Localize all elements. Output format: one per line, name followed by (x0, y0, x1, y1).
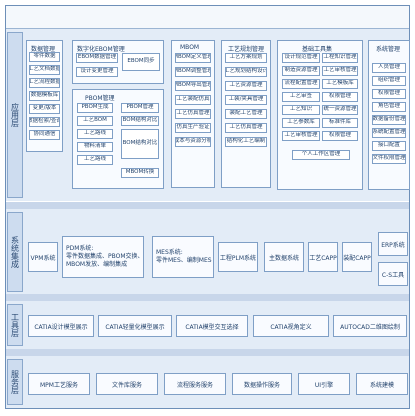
item-box: 个人工作区管理 (292, 150, 350, 160)
mes-line: 零件MES、编制MES (156, 257, 212, 264)
band-separator (6, 202, 409, 209)
item-box: 设计规范管理 (282, 53, 320, 63)
item-box: 工艺文档数据 (29, 65, 60, 75)
item-box: EBOM同步 (122, 53, 160, 71)
item-box: 组织管理 (372, 76, 406, 86)
pdm-system-box: PDM系统: 零件数据集成、PBOM交换、 MBOM发放、编制集成 (62, 236, 144, 278)
item-box: 协同通信 (29, 130, 60, 140)
item-box: 零件数据 (29, 52, 60, 62)
item-box: 装配工艺管理 (225, 109, 267, 119)
item-box: 工艺规划结构设计 (225, 67, 267, 77)
tool-box: AUTOCAD二维图绘制 (333, 315, 407, 337)
cs-tool-box: C-S工具 (378, 262, 408, 286)
capp-box: 工艺CAPP (308, 242, 338, 272)
group-base-tools: 基础工具集 (277, 40, 363, 190)
pdm-line: PDM系统: (66, 244, 94, 252)
tool-box: CATIA设计模型展示 (28, 315, 94, 337)
vpm-system-box: VPM系统 (28, 242, 58, 272)
service-box: UI引擎 (298, 373, 350, 395)
item-box: 工程知识管理 (322, 53, 358, 63)
group-title: 系统管理 (376, 46, 401, 53)
tool-box: CATIA轻量化模型展示 (98, 315, 172, 337)
item-box: 工艺模板库 (322, 79, 358, 89)
band-separator (6, 349, 409, 356)
item-box: 文件权限管理 (372, 154, 406, 164)
item-box: 工装/夹具管理 (225, 95, 267, 105)
item-box: PBOM生成 (77, 103, 113, 113)
item-box: 接口配置 (372, 141, 406, 151)
item-box: 工艺审核管理 (322, 66, 358, 76)
item-box: 工艺装配仿真 (175, 95, 211, 105)
tool-box: CATIA模型交互选择 (176, 315, 248, 337)
item-box: 权限管理 (372, 89, 406, 99)
item-box: EBOM数据管理 (76, 53, 118, 63)
group-title: 数据管理 (31, 46, 56, 53)
pdm-line: 零件数据集成、PBOM交换、 (66, 252, 144, 260)
item-box: MBOM转换 (121, 168, 159, 178)
service-box: 数据操作服务 (232, 373, 292, 395)
item-box: 工艺路线 (77, 155, 113, 165)
item-box: BOM结构对比 (121, 116, 159, 126)
group-title: 数字化EBOM管理 (77, 46, 125, 53)
item-box: 系统配置管理 (372, 128, 406, 138)
item-box: 角色管理 (372, 102, 406, 112)
item-box: 权限管理 (322, 92, 358, 102)
item-box: 设计变更管理 (76, 67, 118, 77)
item-box: 工艺BOM (77, 116, 113, 126)
item-box: MBOM导出管理 (175, 81, 211, 91)
item-box: 工艺审核管理 (282, 131, 320, 141)
application-band-label: 应用层 (7, 32, 23, 198)
item-box: 物料清单 (77, 142, 113, 152)
item-box: PBOM管理 (121, 103, 159, 113)
architecture-diagram: 应用层 数据管理 零件数据 工艺文档数据 工艺流程数据 数据模板库 变更/版本 … (5, 5, 410, 409)
item-box: 工艺仿真管理 (225, 123, 267, 133)
service-band-label: 服务层 (7, 359, 23, 405)
erp-system-box: ERP系统 (378, 232, 408, 256)
item-box: 权限管理 (322, 131, 358, 141)
band-separator (6, 294, 409, 301)
item-box: 结构化工艺编制 (225, 137, 267, 147)
item-box: 成本与资源分析 (175, 137, 211, 147)
item-box: 工艺路线 (77, 129, 113, 139)
item-box: 工艺资源管理 (225, 81, 267, 91)
mes-system-box: MES系统: 零件MES、编制MES (152, 236, 214, 278)
title-bar (6, 6, 409, 29)
item-box: MBOM定义管理 (175, 53, 211, 63)
item-box: 工艺方案规划 (225, 53, 267, 63)
item-box: 制造资源管理 (282, 66, 320, 76)
tool-band-label: 工具层 (7, 304, 23, 346)
item-box: 变更/版本 (29, 104, 60, 114)
item-box: 流程配置管理 (282, 79, 320, 89)
service-box: 文件库服务 (96, 373, 158, 395)
group-title: PBOM管理 (85, 95, 115, 102)
group-title: 基础工具集 (302, 46, 333, 53)
item-box: 工艺参数库 (282, 118, 320, 128)
item-box: 标准件库 (322, 118, 358, 128)
item-box: BOM结构对比 (121, 129, 159, 159)
item-box: 数据检索/查询 (29, 117, 60, 127)
service-box: 流程服务服务 (164, 373, 226, 395)
assembly-capp-box: 装配CAPP (342, 242, 372, 272)
pdm-line: MBOM发放、编制集成 (66, 261, 128, 269)
item-box: 工艺知识 (282, 105, 320, 115)
item-box: 数据模板库 (29, 91, 60, 101)
item-box: 工艺审签 (282, 92, 320, 102)
group-title: MBOM (180, 44, 200, 51)
item-box: 工艺流程数据 (29, 78, 60, 88)
system-integration-band-label: 系统集成 (7, 212, 23, 292)
tool-box: CATIA视角定义 (253, 315, 329, 337)
service-box: 系统建模 (356, 373, 408, 395)
item-box: 人员管理 (372, 63, 406, 73)
item-box: 仿真生产验证 (175, 123, 211, 133)
item-box: 工艺仿真管理 (175, 109, 211, 119)
main-data-system-box: 主数据系统 (264, 242, 304, 272)
item-box: 数据备份管理 (372, 115, 406, 125)
mes-line: MES系统: (156, 248, 183, 256)
plm-system-box: 工程PLM系统 (218, 242, 258, 272)
group-title: 工艺规划管理 (228, 46, 265, 53)
service-box: MPM工艺服务 (28, 373, 90, 395)
item-box: 统一资源管理 (322, 105, 358, 115)
item-box: MBOM调整管理 (175, 67, 211, 77)
